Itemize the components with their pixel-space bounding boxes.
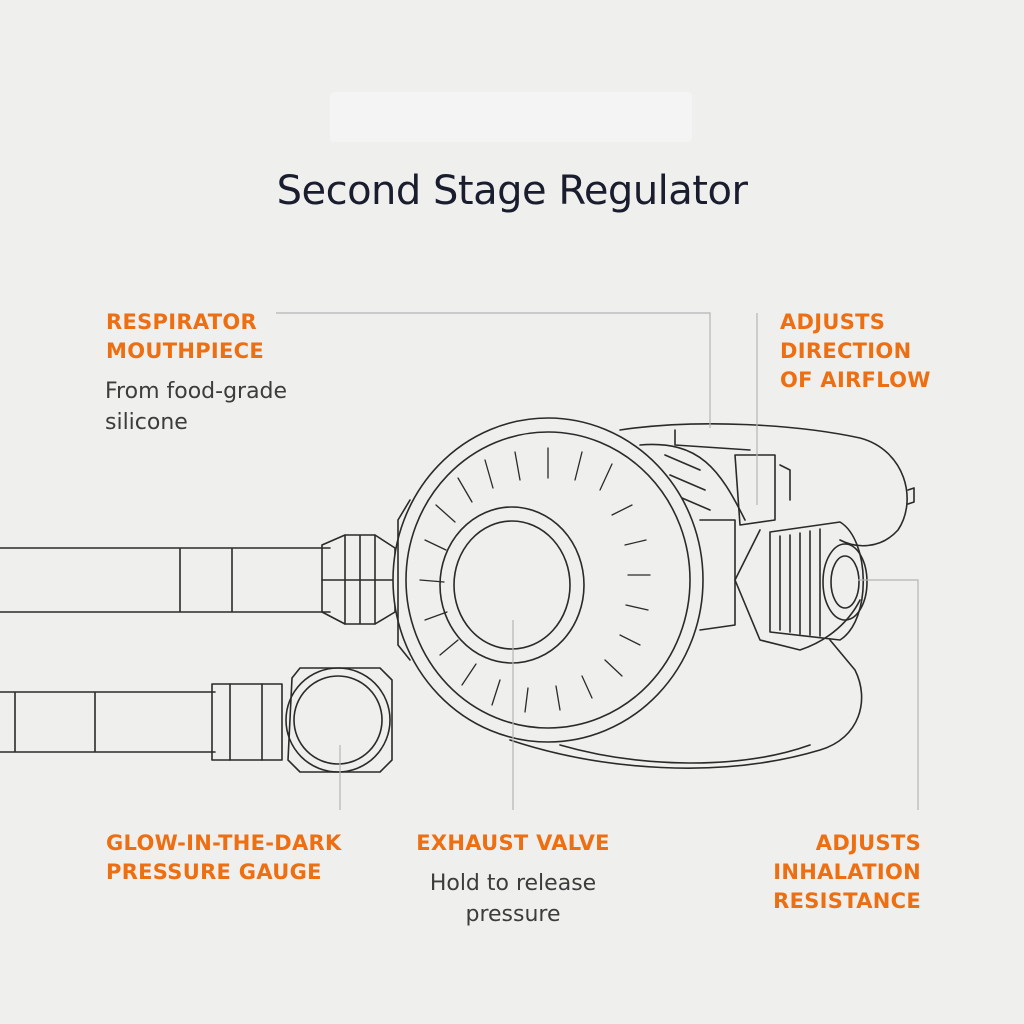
gauge-hose <box>0 683 283 761</box>
exhaust-description: Hold to release pressure <box>429 871 597 927</box>
faceplate-ribs <box>419 447 651 713</box>
mouthpiece-description: From food-grade silicone <box>105 379 288 435</box>
pressure-gauge <box>285 667 393 773</box>
page-title: Second Stage Regulator <box>276 168 748 214</box>
resistance-label: ADJUSTS INHALATION RESISTANCE <box>773 831 921 913</box>
exhaust-faceplate <box>392 417 704 743</box>
regulator-body <box>509 423 915 769</box>
main-hose <box>0 534 396 625</box>
leader-mouthpiece <box>276 312 711 428</box>
airflow-label: ADJUSTS DIRECTION OF AIRFLOW <box>780 310 931 392</box>
faded-logo <box>330 92 692 142</box>
leader-resistance <box>858 579 919 810</box>
resistance-knob <box>769 521 868 641</box>
leader-lines <box>276 312 919 810</box>
exhaust-label: EXHAUST VALVE <box>416 831 610 855</box>
mouthpiece-label: RESPIRATOR MOUTHPIECE <box>106 310 265 363</box>
gauge-label: GLOW-IN-THE-DARK PRESSURE GAUGE <box>106 831 342 884</box>
